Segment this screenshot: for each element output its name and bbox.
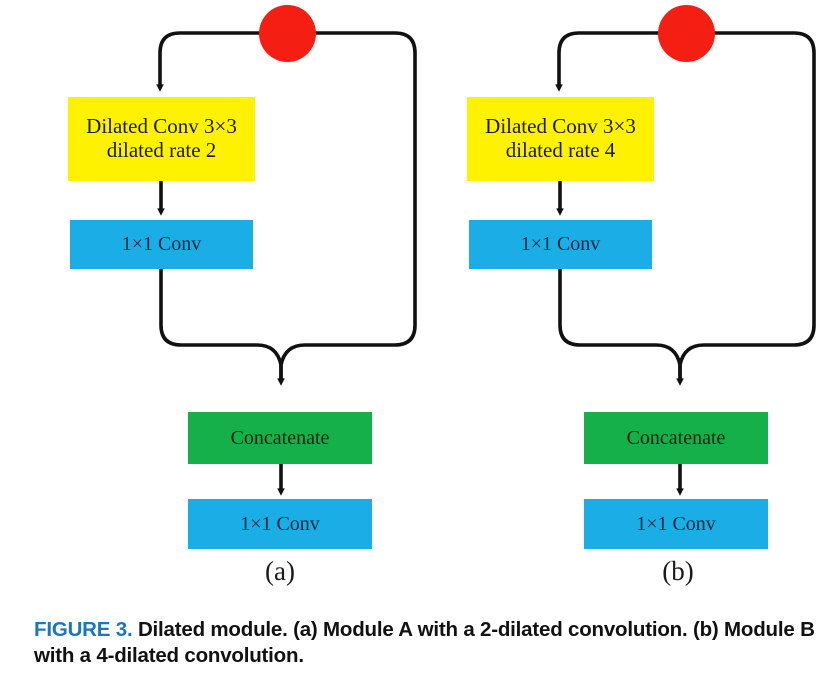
concatenate-block[interactable]: Concatenate (188, 412, 372, 464)
dilated-conv-line-1: Dilated Conv 3×3 (86, 114, 237, 139)
wire-skip-connection (676, 31, 816, 386)
wire-split-to-dilated-conv (555, 31, 686, 92)
input-split-node[interactable] (259, 5, 316, 62)
output-1x1-conv-label: 1×1 Conv (240, 512, 320, 535)
wire-split-to-dilated-conv (156, 31, 287, 92)
concatenate-label: Concatenate (626, 426, 726, 449)
wire-branch-to-concatenate (159, 269, 283, 382)
input-split-node[interactable] (658, 5, 715, 62)
branch-1x1-conv-label: 1×1 Conv (121, 233, 202, 256)
connector-wires (156, 31, 816, 496)
output-1x1-conv-block[interactable]: 1×1 Conv (584, 499, 768, 549)
dilated-conv-line-2: dilated rate 4 (505, 138, 616, 162)
panel-label-b: (b) (662, 556, 694, 586)
figure-caption-text: Dilated module. (a) Module A with a 2-di… (34, 618, 815, 668)
figure-caption: FIGURE 3. Dilated module. (a) Module A w… (34, 617, 824, 669)
dilated-conv-block[interactable]: Dilated Conv 3×3 dilated rate 4 (467, 97, 654, 181)
wire-skip-connection (277, 31, 417, 386)
concatenate-block[interactable]: Concatenate (584, 412, 768, 464)
wire-branch-to-concatenate (558, 269, 682, 382)
branch-1x1-conv-label: 1×1 Conv (520, 233, 601, 256)
branch-1x1-conv-block[interactable]: 1×1 Conv (70, 220, 253, 269)
output-1x1-conv-block[interactable]: 1×1 Conv (188, 499, 372, 549)
dilated-conv-line-2: dilated rate 2 (106, 138, 217, 162)
dilated-conv-line-1: Dilated Conv 3×3 (485, 114, 636, 139)
output-1x1-conv-label: 1×1 Conv (636, 512, 716, 535)
panel-label-a: (a) (265, 556, 295, 586)
figure-number-tag: FIGURE 3. (34, 618, 133, 641)
concatenate-label: Concatenate (230, 426, 330, 449)
branch-1x1-conv-block[interactable]: 1×1 Conv (469, 220, 652, 269)
dilated-conv-block[interactable]: Dilated Conv 3×3 dilated rate 2 (68, 97, 255, 181)
diagram-canvas: Dilated Conv 3×3 dilated rate 2 1×1 Conv… (68, 5, 816, 586)
